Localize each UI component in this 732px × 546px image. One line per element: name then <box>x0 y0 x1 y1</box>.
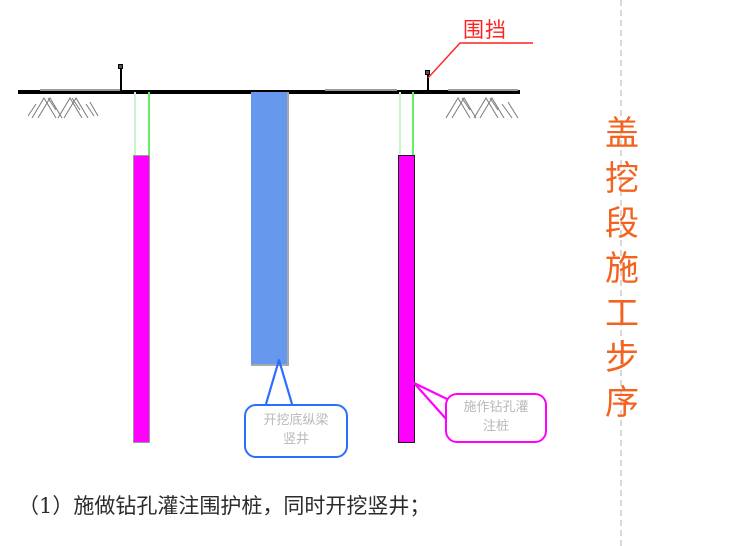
bored-pile-left <box>133 155 150 443</box>
marker-post-cap-left <box>118 64 123 69</box>
barrier-post-right <box>427 74 429 92</box>
pile-casing-left-inner <box>148 92 150 156</box>
vertical-title-char-1: 挖 <box>605 158 639 199</box>
ground-line-highlight-right <box>448 89 518 91</box>
callout-bored-pile-line1: 施作钻孔灌 <box>463 400 529 416</box>
vertical-title-char-0: 盖 <box>605 114 639 154</box>
vertical-title-char-2: 段 <box>605 203 639 244</box>
bored-pile-right <box>398 155 415 443</box>
pile-casing-right-outer <box>399 92 401 156</box>
pile-casing-left-outer <box>134 92 136 156</box>
callout-excavate-shaft[interactable]: 开挖底纵梁 竖井 <box>244 404 348 458</box>
vertical-title-char-3: 施 <box>605 248 639 289</box>
vertical-title-char-5: 步 <box>605 338 639 379</box>
vertical-title-char-4: 工 <box>605 293 639 334</box>
pile-casing-right-inner <box>412 92 414 156</box>
figure-caption: （1）施做钻孔灌注围护桩，同时开挖竖井； <box>18 494 431 518</box>
ground-hatching-right <box>444 94 522 120</box>
barrier-post-cap-right <box>425 70 430 75</box>
callout-bored-pile[interactable]: 施作钻孔灌 注桩 <box>445 393 547 443</box>
page-divider <box>620 0 622 546</box>
callout-excavate-shaft-line1: 开挖底纵梁 <box>263 413 329 429</box>
ground-line-highlight-mid <box>325 89 397 91</box>
callout-excavate-shaft-line2: 竖井 <box>282 432 309 447</box>
vertical-title-char-6: 序 <box>605 383 639 424</box>
marker-post-left <box>120 68 122 92</box>
ground-line-highlight-left <box>40 89 120 91</box>
vertical-title: 盖 挖 段 施 工 步 序 <box>600 112 644 426</box>
ground-hatching-left <box>28 94 100 120</box>
excavation-shaft <box>251 92 289 366</box>
callout-bored-pile-line2: 注桩 <box>482 419 509 434</box>
barrier-label: 围挡 <box>463 18 507 42</box>
